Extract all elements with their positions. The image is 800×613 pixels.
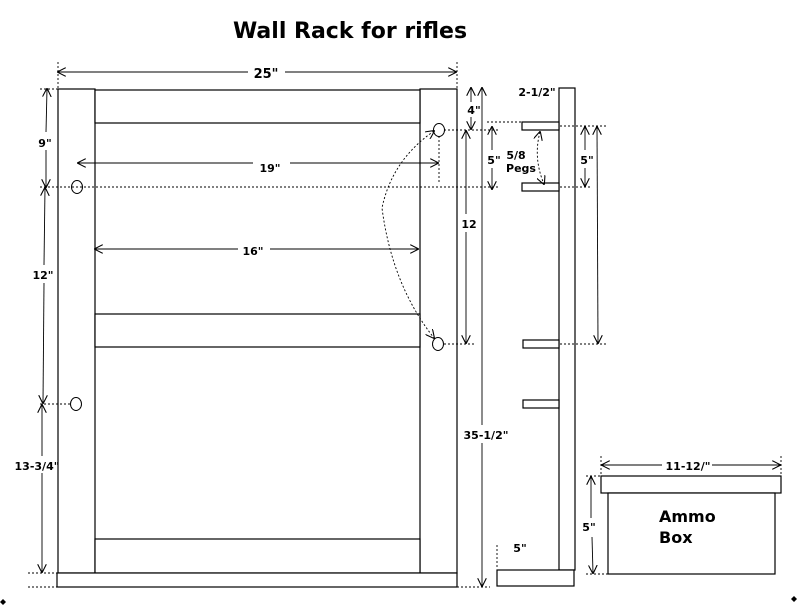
side-base (496, 569, 575, 587)
side-upright (558, 87, 576, 571)
inner-width-16-label: 16" (242, 245, 263, 258)
total-height-label: 35-1/2" (464, 429, 509, 442)
top-right-4-label: 4" (467, 104, 480, 117)
peg-gap-5-label: 5" (487, 154, 500, 167)
ammo-width-label: 11-12/" (666, 460, 711, 473)
peg-length-label: 2-1/2" (518, 86, 555, 99)
right-gap-5-label: 5" (580, 154, 593, 167)
left-upright (57, 88, 96, 574)
ammo-box-title-1: Ammo (659, 507, 716, 526)
side-peg-2 (521, 182, 560, 192)
top-9-label: 9" (38, 137, 51, 150)
right-upright (419, 88, 458, 574)
ammo-box: 11-12/" 5" Ammo Box (582, 456, 782, 575)
middle-rail (94, 313, 421, 348)
side-peg-1 (521, 121, 560, 131)
peg-hole-right-lower (432, 337, 444, 351)
bottom-rail (94, 538, 421, 574)
side-peg-3 (522, 339, 560, 349)
front-view: 25" 19" 16" 9" 12" 13-3/4" 4" 12 35-1/2" (15, 62, 509, 588)
base-5-label: 5" (513, 542, 526, 555)
bottom-13-3-4-label: 13-3/4" (15, 460, 60, 473)
pegs-size-label: 5/8 (506, 149, 525, 162)
pegs-word-label: Pegs (506, 162, 536, 175)
width-25-label: 25" (254, 67, 279, 82)
side-view: 2-1/2" 5" 5/8 Pegs 5" 5" (487, 86, 608, 587)
ammo-box-body (607, 492, 776, 575)
top-rail (94, 89, 421, 124)
corner-mark-left (0, 599, 6, 605)
peg-arc (381, 131, 434, 338)
diagram-title: Wall Rack for rifles (233, 19, 467, 44)
ammo-box-lid (600, 475, 782, 494)
side-peg-4 (522, 399, 560, 409)
peg-span-19-label: 19" (259, 162, 280, 175)
ammo-height-label: 5" (582, 521, 595, 534)
peg-hole-left-lower (70, 397, 82, 411)
base-board (56, 572, 458, 588)
ammo-box-title-2: Box (659, 528, 693, 547)
peg-hole-right-upper (433, 123, 445, 137)
corner-mark-right (791, 596, 797, 602)
middle-12-label: 12" (32, 269, 53, 282)
peg-spacing-12-label: 12 (461, 218, 476, 231)
